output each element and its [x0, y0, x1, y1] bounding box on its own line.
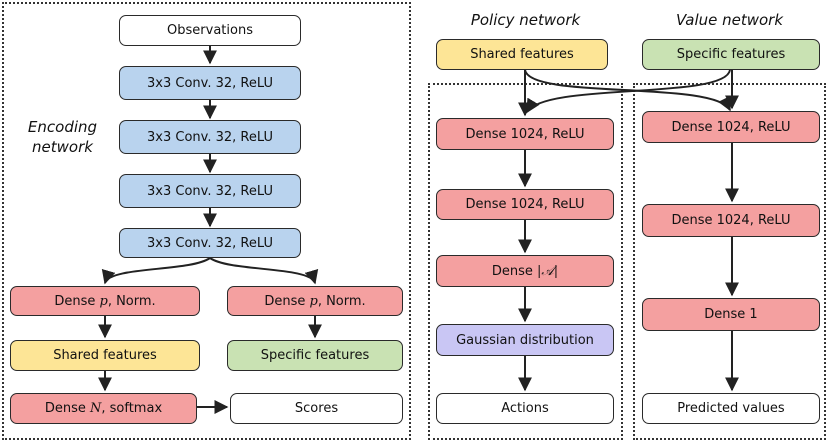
- conv1-node: 3x3 Conv. 32, ReLU: [119, 66, 301, 100]
- dense-softmax-prefix: Dense: [44, 401, 90, 416]
- dense-norm-left-prefix: Dense: [54, 293, 100, 309]
- encoding-title-line2: network: [32, 138, 93, 156]
- scores-node: Scores: [230, 393, 403, 424]
- dense-norm-right-node: Dense p, Norm.: [227, 286, 403, 316]
- encoding-title-line1: Encoding: [27, 118, 98, 136]
- conv4-node: 3x3 Conv. 32, ReLU: [119, 228, 301, 258]
- dense-norm-right-suffix: , Norm.: [317, 293, 366, 309]
- predicted-values-node: Predicted values: [642, 393, 820, 424]
- value-network-region: [633, 83, 826, 440]
- dense-norm-left-node: Dense p, Norm.: [10, 286, 200, 316]
- value-dense2-node: Dense 1024, ReLU: [642, 204, 820, 237]
- encoding-network-title: Encoding network: [15, 117, 110, 157]
- arrow-shared-to-value: [524, 69, 731, 112]
- policy-network-title: Policy network: [470, 11, 581, 29]
- value-network-title: Value network: [675, 11, 784, 29]
- policy-shared-features-node: Shared features: [436, 39, 608, 70]
- actions-node: Actions: [436, 393, 614, 424]
- value-specific-features-node: Specific features: [642, 39, 820, 70]
- value-dense3-node: Dense 1: [642, 298, 820, 331]
- shared-features-node: Shared features: [10, 340, 200, 371]
- gaussian-distribution-node: Gaussian distribution: [436, 324, 614, 356]
- specific-features-node: Specific features: [227, 340, 403, 371]
- dense-softmax-node: Dense N, softmax: [10, 393, 197, 424]
- dense-softmax-var: N: [90, 401, 102, 416]
- conv3-node: 3x3 Conv. 32, ReLU: [119, 174, 301, 208]
- policy-dense3-prefix: Dense: [491, 263, 538, 279]
- value-dense1-node: Dense 1024, ReLU: [642, 111, 820, 143]
- arrow-specific-to-policy: [526, 69, 731, 114]
- dense-softmax-suffix: , softmax: [101, 401, 163, 416]
- dense-norm-right-var: p: [309, 293, 318, 309]
- policy-dense3-var: |𝒜|: [537, 263, 559, 279]
- policy-dense1-node: Dense 1024, ReLU: [436, 118, 614, 150]
- dense-norm-left-suffix: , Norm.: [107, 293, 156, 309]
- dense-norm-right-prefix: Dense: [264, 293, 310, 309]
- dense-norm-left-var: p: [99, 293, 108, 309]
- conv2-node: 3x3 Conv. 32, ReLU: [119, 120, 301, 154]
- policy-dense3-node: Dense |𝒜|: [436, 255, 614, 287]
- arrow-conv4-dense-right: [209, 257, 319, 285]
- policy-dense2-node: Dense 1024, ReLU: [436, 189, 614, 220]
- arrow-conv4-dense-left: [101, 257, 211, 285]
- observations-node: Observations: [119, 15, 301, 46]
- encoding-network-region: [2, 2, 411, 440]
